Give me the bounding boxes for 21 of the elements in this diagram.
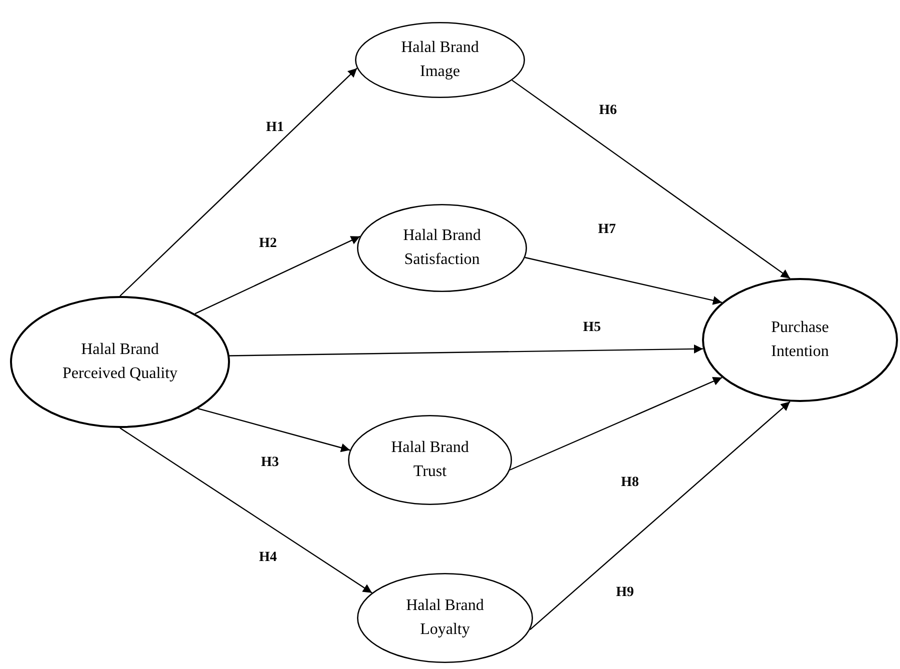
- node-label: Halal Brand Perceived Quality: [61, 340, 179, 384]
- arrow: [512, 80, 790, 279]
- node-label: Purchase Intention: [770, 318, 830, 362]
- arrow: [230, 344, 703, 356]
- arrow: [510, 376, 722, 470]
- arrow: [120, 428, 372, 594]
- arrow: [198, 408, 350, 452]
- arrow: [120, 68, 358, 296]
- ellipse-node: [357, 573, 533, 663]
- ellipse-node: [348, 415, 512, 505]
- node-label: Halal Brand Trust: [390, 438, 470, 482]
- ellipse-node: [702, 278, 898, 402]
- ellipse-node: [355, 22, 525, 98]
- ellipse-node: [357, 204, 527, 292]
- arrow: [524, 256, 722, 305]
- node-label: Halal Brand Image: [400, 38, 480, 82]
- node-label: Halal Brand Satisfaction: [402, 226, 482, 270]
- arrow: [194, 236, 360, 314]
- node-label: Halal Brand Loyalty: [405, 596, 485, 640]
- arrow: [530, 401, 790, 630]
- ellipse-node: [10, 296, 230, 428]
